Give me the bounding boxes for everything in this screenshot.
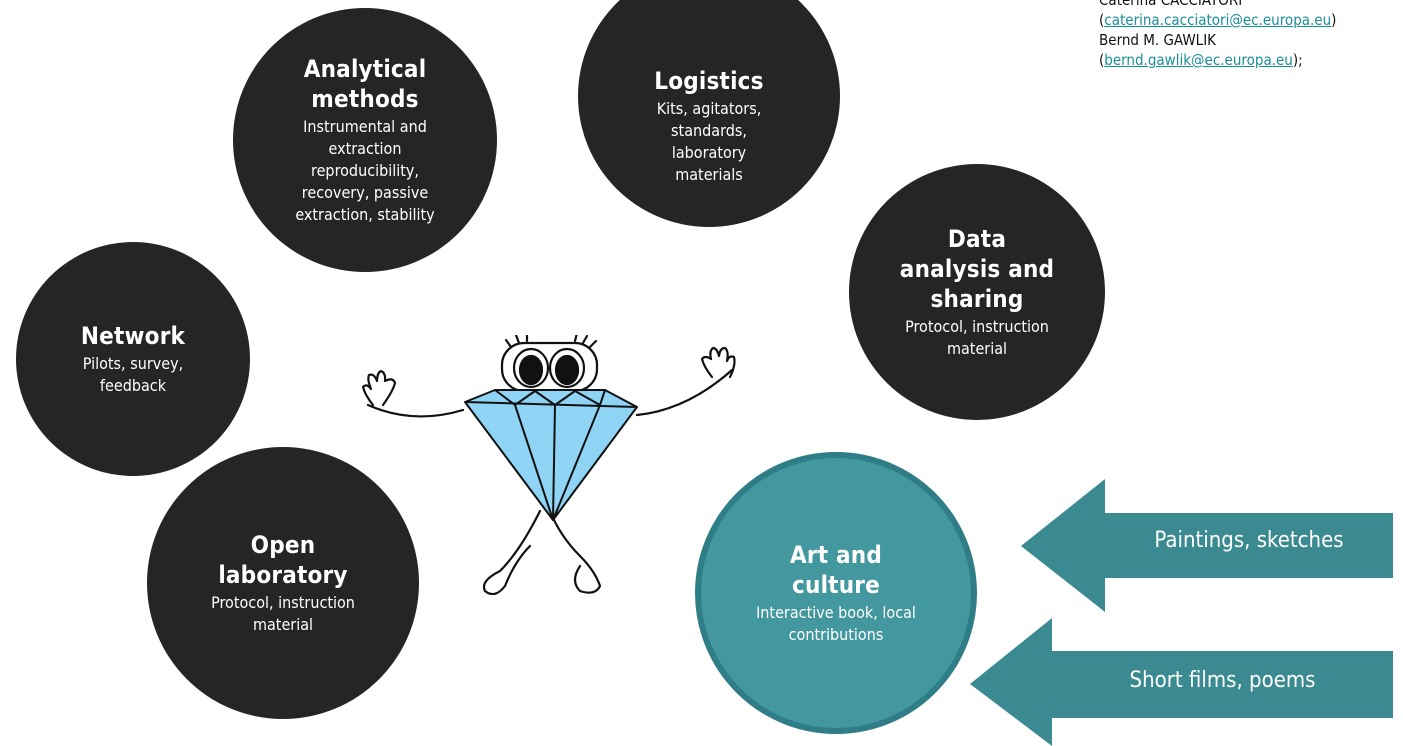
- art-culture-text: Interactive book, local contributions: [756, 603, 916, 644]
- art-culture-title: Art and culture: [790, 541, 882, 599]
- analytical-methods-title: Analytical methods: [303, 55, 427, 113]
- logistics-text: Kits, agitators, standards, laboratory m…: [656, 99, 762, 184]
- contact-email-link-2[interactable]: bernd.gawlik@ec.europa.eu: [1104, 51, 1293, 69]
- logistics-circle: Logistics Kits, agitators, standards, la…: [578, 0, 840, 227]
- open-laboratory-text: Protocol, instruction material: [211, 593, 355, 634]
- network-text: Pilots, survey, feedback: [82, 354, 184, 395]
- open-laboratory-circle: Open laboratory Protocol, instruction ma…: [147, 447, 419, 719]
- contact-name-2: Bernd M. GAWLIK: [1099, 31, 1217, 49]
- diamond-mascot: [361, 335, 736, 595]
- contact-name-1: Caterina CACCIATORI: [1099, 0, 1243, 9]
- contact-email-row-2: (bernd.gawlik@ec.europa.eu);: [1099, 51, 1303, 69]
- arrow-label-paintings: Paintings, sketches: [1154, 528, 1344, 553]
- arrow-label-films: Short films, poems: [1129, 668, 1316, 693]
- open-laboratory-title: Open laboratory: [218, 531, 348, 589]
- network-circle: Network Pilots, survey, feedback: [16, 242, 250, 476]
- analytical-methods-circle: Analytical methods Instrumental and extr…: [233, 8, 497, 272]
- contact-email-link-1[interactable]: caterina.cacciatori@ec.europa.eu: [1104, 11, 1332, 29]
- network-title: Network: [80, 322, 186, 350]
- logistics-title: Logistics: [654, 67, 764, 95]
- data-analysis-circle: Data analysis and sharing Protocol, inst…: [849, 164, 1105, 420]
- data-analysis-text: Protocol, instruction material: [905, 317, 1049, 358]
- art-culture-circle: Art and culture Interactive book, local …: [695, 452, 977, 734]
- contact-block: Caterina CACCIATORI (caterina.cacciatori…: [1099, 0, 1336, 70]
- data-analysis-title: Data analysis and sharing: [899, 225, 1055, 313]
- contact-email-row-1: (caterina.cacciatori@ec.europa.eu): [1099, 11, 1337, 29]
- analytical-methods-text: Instrumental and extraction reproducibil…: [295, 117, 435, 224]
